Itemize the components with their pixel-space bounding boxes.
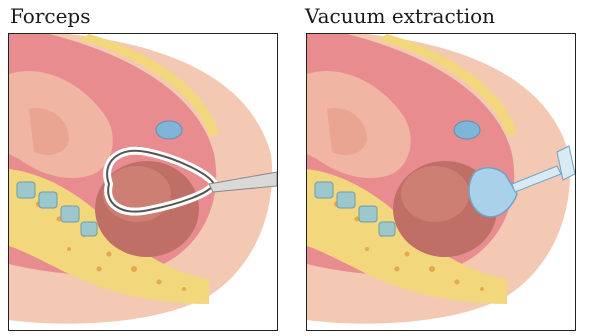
forceps-anatomy-drawing bbox=[9, 34, 277, 330]
vacuum-anatomy-drawing bbox=[307, 34, 575, 330]
bladder bbox=[454, 121, 480, 139]
vacuum-extraction-illustration bbox=[306, 33, 576, 331]
vacuum-extraction-label: Vacuum extraction bbox=[305, 4, 495, 28]
forceps-label: Forceps bbox=[10, 4, 91, 28]
forceps-illustration bbox=[8, 33, 278, 331]
bladder bbox=[156, 121, 182, 139]
baby-head-highlight bbox=[401, 166, 469, 222]
